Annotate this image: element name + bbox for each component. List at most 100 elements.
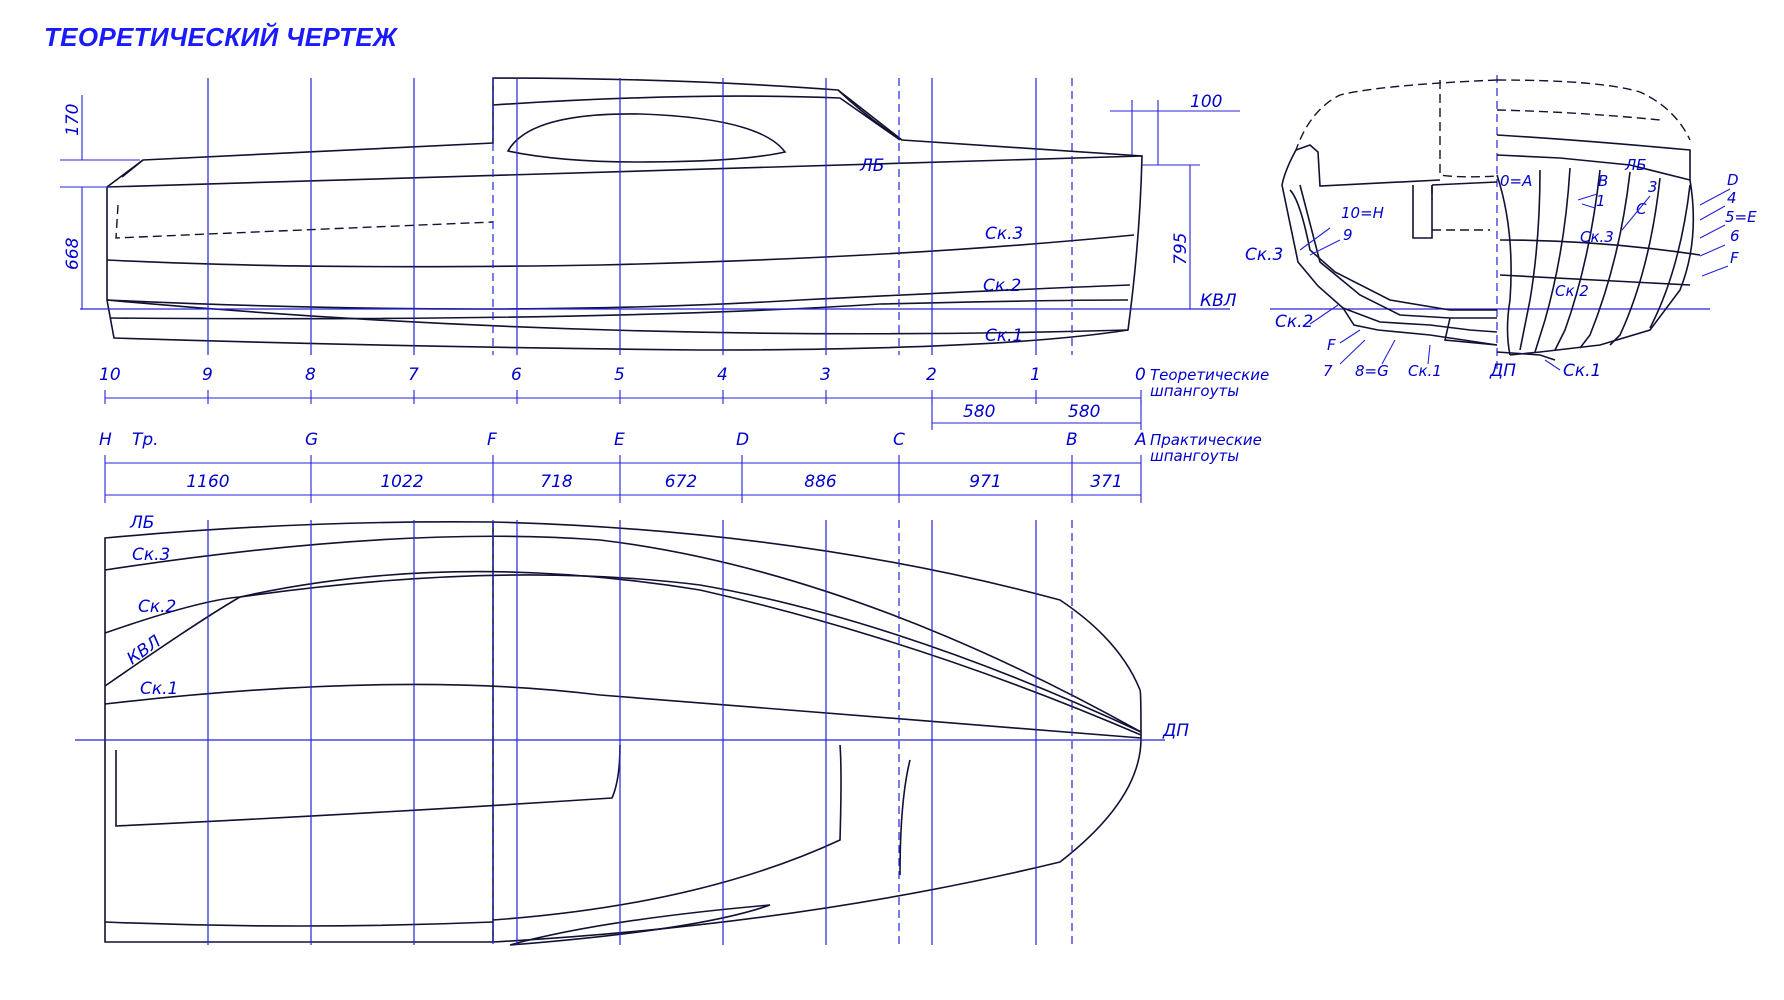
- theo-station-label: 7: [408, 365, 419, 385]
- bp-label-f-right: F: [1730, 249, 1739, 267]
- plan-window: [509, 904, 771, 946]
- theo-station-label: 10: [99, 365, 121, 385]
- prac-spacing-value: 672: [665, 472, 697, 492]
- prac-caption-2: шпангоуты: [1150, 447, 1239, 465]
- bp-label-sk1-right: Ск.1: [1563, 361, 1601, 381]
- plan-view: ЛБ Ск.3 Ск.2 КВЛ Ск.1 ДП: [75, 513, 1189, 946]
- plan-label-sk1: Ск.1: [140, 679, 178, 699]
- bp-label-0a: 0=A: [1500, 172, 1532, 190]
- bp-label-d: D: [1727, 171, 1739, 189]
- plan-cabin-front: [899, 759, 911, 876]
- prac-station-label: B: [1066, 430, 1078, 450]
- plan-label-lb: ЛБ: [129, 513, 154, 533]
- theo-station-label: 5: [614, 365, 625, 385]
- plan-cockpit: [115, 744, 621, 827]
- plan-label-kvl: КВЛ: [123, 632, 165, 669]
- bp-label-sk3-right: Ск.3: [1580, 228, 1614, 246]
- sheer-line-lb: [106, 155, 1143, 188]
- bp-right-keel: [1496, 351, 1556, 361]
- bp-leaders-right: [1544, 188, 1731, 371]
- bp-right-deck: [1496, 134, 1691, 180]
- plan-cabin-side: [492, 744, 842, 921]
- theo-spacing-2: 580: [1068, 402, 1100, 422]
- prac-spacing-value: 1160: [186, 472, 229, 492]
- bp-right-sec-d: [1609, 177, 1661, 346]
- bp-label-8g: 8=G: [1355, 362, 1389, 380]
- bp-label-4: 4: [1727, 189, 1737, 207]
- plan-sk3: [104, 535, 1142, 733]
- bp-hatch: [1412, 185, 1433, 239]
- bp-leaders-left: [1299, 227, 1431, 365]
- theo-station-label: 3: [820, 365, 831, 385]
- bp-label-1: 1: [1596, 192, 1606, 210]
- prac-spacing-value: 371: [1090, 472, 1122, 492]
- bp-label-sk2-left: Ск.2: [1275, 312, 1313, 332]
- theo-spacing-1: 580: [963, 402, 995, 422]
- theo-station-label: 1: [1030, 365, 1041, 385]
- theo-caption-1: Теоретические: [1150, 366, 1269, 384]
- profile-view: ЛБ Ск.3 Ск.2 Ск.1 КВЛ 170 668 795 100: [60, 77, 1240, 355]
- theo-station-label: 9: [202, 365, 213, 385]
- prac-station-label: F: [487, 430, 497, 450]
- plan-label-sk3: Ск.3: [132, 545, 170, 565]
- bp-right-sec-b: [1519, 169, 1541, 351]
- plan-sk1: [104, 683, 1142, 739]
- bp-right-outer: [1496, 154, 1695, 356]
- bp-left-sec-9: [1289, 189, 1497, 311]
- bp-hatch-top: [1431, 181, 1498, 186]
- bp-label-7: 7: [1323, 362, 1333, 380]
- page-title: ТЕОРЕТИЧЕСКИЙ ЧЕРТЕЖ: [44, 22, 398, 52]
- prac-station-label: C: [893, 430, 905, 450]
- bp-left-keel: [1444, 317, 1498, 346]
- bp-label-6: 6: [1730, 227, 1740, 245]
- chine-sk3-profile: [106, 234, 1135, 268]
- theo-station-label: 2: [926, 365, 937, 385]
- bp-label-9: 9: [1343, 226, 1353, 244]
- bp-right-sec-a: [1496, 174, 1512, 356]
- prac-station-label: G: [305, 430, 318, 450]
- body-plan: 10=H 9 Ск.3 Ск.2 F 7 8=G Ск.1 0=A B 1 ЛБ…: [1245, 75, 1757, 381]
- bp-label-5e: 5=E: [1725, 208, 1757, 226]
- bp-label-c: C: [1636, 200, 1647, 218]
- theo-caption-2: шпангоуты: [1150, 382, 1239, 400]
- dim-668: 668: [63, 237, 83, 270]
- plan-hull-outline: [104, 521, 1142, 943]
- hull-profile-outline: [106, 77, 1143, 351]
- prac-spacing-value: 1022: [380, 472, 423, 492]
- plan-label-dp: ДП: [1162, 721, 1189, 741]
- bp-label-sk1-left: Ск.1: [1408, 362, 1442, 380]
- cabin-side: [837, 89, 903, 141]
- profile-label-lb: ЛБ: [859, 156, 884, 176]
- prac-station-label: D: [736, 430, 749, 450]
- cabin-window: [506, 113, 787, 163]
- deck-line: [121, 159, 144, 178]
- bp-label-10h: 10=H: [1341, 204, 1384, 222]
- cabin-roof: [492, 95, 901, 141]
- prac-station-label: Tp.: [132, 430, 159, 450]
- plan-deck-edge: [104, 921, 494, 927]
- prac-station-label: H: [99, 430, 112, 450]
- profile-station-lines: [207, 78, 1073, 355]
- chine-sk2-profile: [106, 284, 1131, 310]
- profile-label-sk1: Ск.1: [985, 326, 1023, 346]
- bp-right-sec-1: [1534, 167, 1571, 353]
- keel-line-profile: [106, 299, 1129, 335]
- bp-left-top-dashed: [1439, 80, 1498, 178]
- profile-label-sk3: Ск.3: [985, 224, 1023, 244]
- theo-station-label: 8: [305, 365, 316, 385]
- bp-left-outer: [1281, 149, 1498, 346]
- bp-right-sec-3: [1554, 169, 1601, 351]
- bp-label-f-left: F: [1327, 336, 1336, 354]
- bp-left-cabin-dashed: [1295, 79, 1498, 151]
- bp-label-3: 3: [1648, 178, 1658, 196]
- bp-right-top-dashed: [1496, 109, 1661, 121]
- bp-label-b: B: [1598, 172, 1608, 190]
- prac-station-label: A: [1134, 430, 1147, 450]
- plan-kvl: [104, 570, 1142, 736]
- bp-label-lb-right: ЛБ: [1624, 156, 1647, 174]
